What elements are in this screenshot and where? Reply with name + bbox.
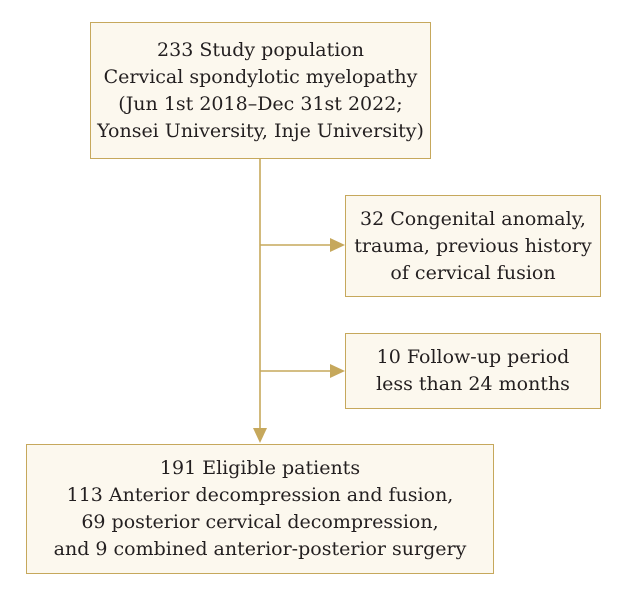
exclusion-box-follow-up: 10 Follow-up period less than 24 months <box>345 333 601 409</box>
exclusion-2-line-1: 10 Follow-up period <box>376 346 570 368</box>
study-population-condition: Cervical spondylotic myelopathy <box>103 65 418 88</box>
exclusion-1-line-1: 32 Congenital anomaly, <box>360 207 586 230</box>
arrow-head-down <box>253 428 267 443</box>
study-population-period: (Jun 1st 2018–Dec 31st 2022; <box>118 92 403 115</box>
exclusion-2-line-2: less than 24 months <box>376 373 570 395</box>
exclusion-1-line-2: trauma, previous history <box>354 234 592 257</box>
eligible-anterior: 113 Anterior decompression and fusion, <box>66 484 454 506</box>
study-population-sites: Yonsei University, Inje University) <box>97 119 424 142</box>
arrow-head-right-exclusion-1 <box>330 238 345 252</box>
eligible-patients-box: 191 Eligible patients 113 Anterior decom… <box>26 444 494 574</box>
eligible-posterior: 69 posterior cervical decompression, <box>81 511 439 533</box>
exclusion-1-line-3: of cervical fusion <box>390 261 556 284</box>
arrow-head-right-exclusion-2 <box>330 364 345 378</box>
eligible-count: 191 Eligible patients <box>159 457 361 479</box>
study-population-count: 233 Study population <box>157 38 364 61</box>
study-population-box: 233 Study population Cervical spondyloti… <box>90 22 431 159</box>
eligible-combined: and 9 combined anterior-posterior surger… <box>53 538 467 560</box>
exclusion-box-anomaly: 32 Congenital anomaly, trauma, previous … <box>345 195 601 297</box>
